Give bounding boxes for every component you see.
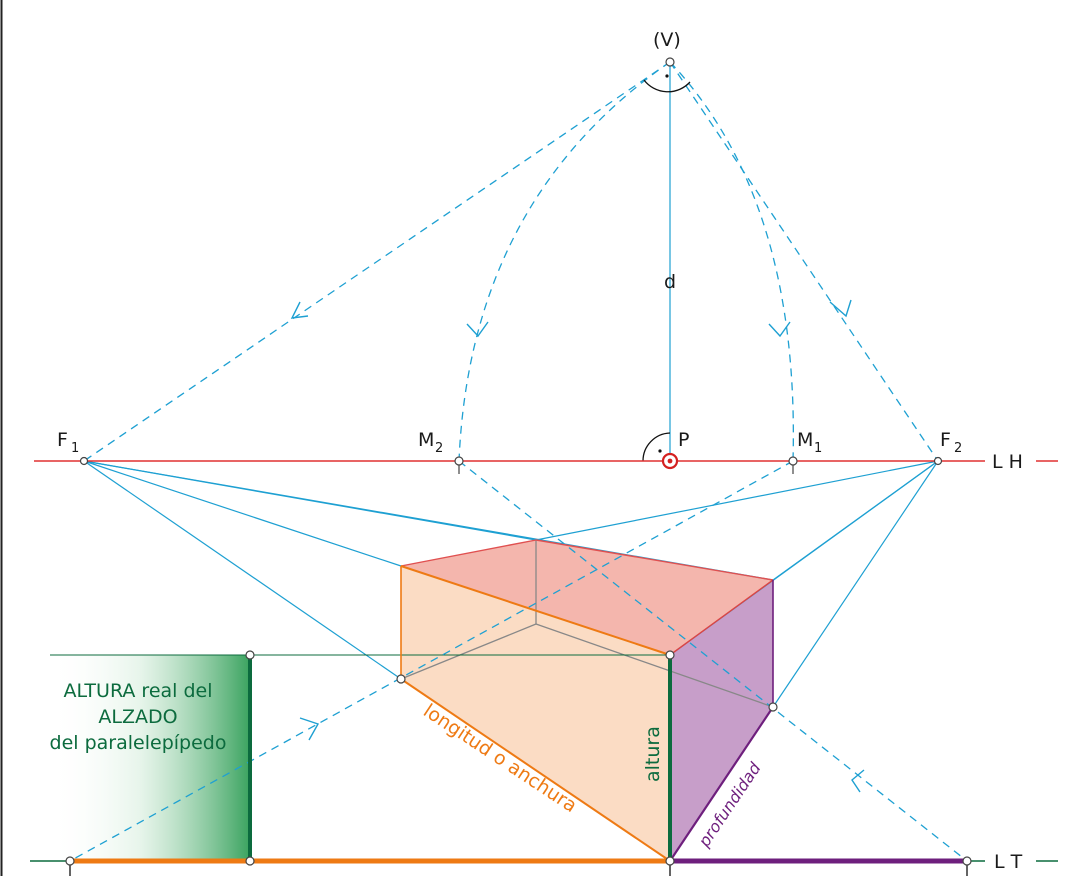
angle-arc-v: [643, 79, 691, 93]
label-m2: M: [418, 429, 434, 451]
point-markers: [65, 57, 972, 866]
arrowheads: [290, 299, 865, 793]
label-m1-sub: 1: [814, 441, 822, 456]
note-line2: ALZADO: [98, 706, 177, 728]
note-line3: del paralelepípedo: [50, 732, 227, 754]
angle-dot-p: [658, 449, 662, 453]
label-p: P: [678, 429, 689, 451]
note-line1: ALTURA real del: [63, 680, 212, 702]
front-face: [401, 566, 670, 861]
point-ticks: [458, 465, 794, 474]
label-lh: L H: [992, 451, 1023, 473]
label-altura: altura: [642, 726, 664, 782]
label-m1: M: [797, 429, 813, 451]
label-f2: F: [940, 429, 951, 451]
side-face: [670, 580, 773, 861]
label-lt: L T: [994, 851, 1023, 873]
angle-dot-v: [665, 74, 669, 78]
label-m2-sub: 2: [435, 441, 443, 456]
principal-point-center: [667, 458, 673, 464]
visible-edges: [400, 539, 774, 862]
dashed-construction: [69, 61, 968, 862]
angle-arc-p: [642, 432, 671, 462]
label-v: (V): [653, 29, 681, 51]
label-f1-sub: 1: [71, 441, 79, 456]
top-face: [401, 540, 773, 655]
label-f1: F: [57, 429, 68, 451]
note-line1-rest: real del: [135, 680, 212, 702]
altura-real-panel: [50, 655, 250, 861]
label-d: d: [664, 271, 676, 293]
note-line1-bold: ALTURA: [63, 680, 135, 702]
label-f2-sub: 2: [954, 441, 962, 456]
